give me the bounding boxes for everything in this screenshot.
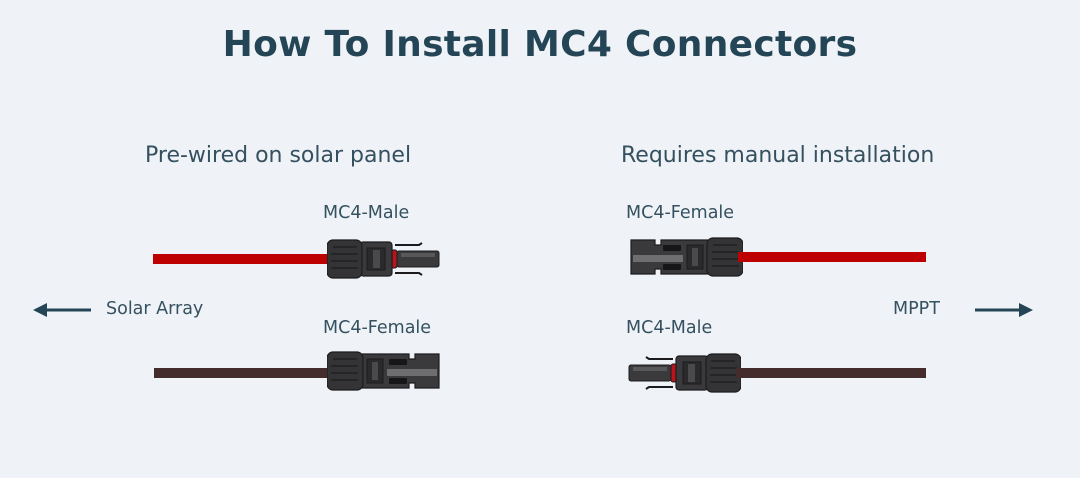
positive-wire-right: [738, 252, 926, 262]
left-top-connector-label: MC4-Male: [323, 203, 410, 223]
positive-wire-left: [153, 254, 333, 264]
mc4-male-connector-icon: [628, 353, 741, 393]
left-bottom-connector-label: MC4-Female: [323, 318, 432, 338]
right-section-subtitle: Requires manual installation: [621, 143, 935, 168]
solar-array-label: Solar Array: [106, 299, 204, 319]
page-title: How To Install MC4 Connectors: [222, 24, 858, 65]
mc4-female-connector-icon: [630, 237, 743, 277]
negative-wire-left: [154, 368, 334, 378]
arrow-left-icon: [33, 303, 91, 317]
left-section-subtitle: Pre-wired on solar panel: [145, 143, 412, 168]
negative-wire-right: [736, 368, 926, 378]
right-top-connector-label: MC4-Female: [626, 203, 735, 223]
mc4-male-connector-icon: [327, 239, 440, 279]
mc4-female-connector-icon: [327, 351, 440, 391]
mppt-label: MPPT: [893, 299, 940, 319]
right-bottom-connector-label: MC4-Male: [626, 318, 713, 338]
arrow-right-icon: [975, 303, 1033, 317]
